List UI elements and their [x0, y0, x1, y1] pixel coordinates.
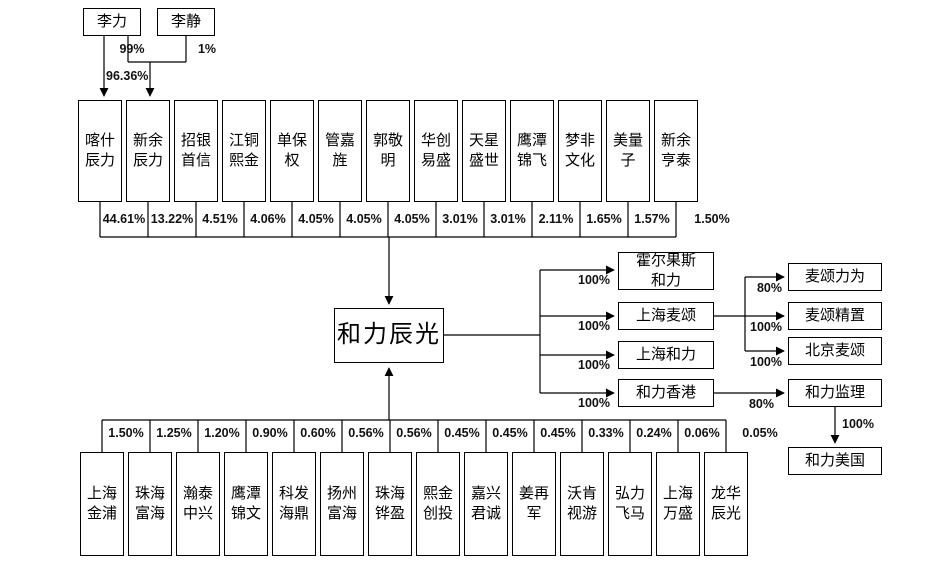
- node-top-shareholder-5: 单保权: [270, 100, 314, 202]
- node-heli-jianli: 和力监理: [788, 379, 882, 407]
- node-beijing-maisong: 北京麦颂: [788, 337, 882, 365]
- pct-top-3: 4.51%: [202, 212, 238, 226]
- node-heli-chenguang: 和力辰光: [334, 308, 444, 363]
- node-maisong-liwei: 麦颂力为: [788, 263, 882, 291]
- pct-bottom-13: 0.06%: [684, 426, 720, 440]
- pct-tier1-4: 100%: [578, 396, 610, 410]
- pct-tier1-2: 100%: [578, 319, 610, 333]
- node-bottom-shareholder-1: 上海金浦: [80, 452, 124, 556]
- node-bottom-shareholder-14: 龙华辰光: [704, 452, 748, 556]
- pct-bottom-7: 0.56%: [396, 426, 432, 440]
- node-bottom-shareholder-4: 鹰潭锦文: [224, 452, 268, 556]
- pct-maisong-jingzhi: 100%: [750, 320, 782, 334]
- node-shanghai-maisong: 上海麦颂: [618, 302, 714, 330]
- node-bottom-shareholder-5: 科发海鼎: [272, 452, 316, 556]
- node-bottom-shareholder-9: 嘉兴君诚: [464, 452, 508, 556]
- pct-top-6: 4.05%: [346, 212, 382, 226]
- pct-top-12: 1.57%: [634, 212, 670, 226]
- pct-top-8: 3.01%: [442, 212, 478, 226]
- node-top-shareholder-7: 郭敬明: [366, 100, 410, 202]
- pct-bottom-11: 0.33%: [588, 426, 624, 440]
- node-bottom-shareholder-13: 上海万盛: [656, 452, 700, 556]
- node-bottom-shareholder-6: 扬州富海: [320, 452, 364, 556]
- pct-top-7: 4.05%: [394, 212, 430, 226]
- pct-bottom-9: 0.45%: [492, 426, 528, 440]
- node-top-shareholder-9: 天星盛世: [462, 100, 506, 202]
- node-top-shareholder-13: 新余亨泰: [654, 100, 698, 202]
- pct-tier1-1: 100%: [578, 273, 610, 287]
- node-bottom-shareholder-10: 姜再军: [512, 452, 556, 556]
- pct-tier1-3: 100%: [578, 358, 610, 372]
- node-li-jing: 李静: [157, 8, 215, 36]
- pct-maisong-liwei: 80%: [756, 281, 782, 295]
- pct-heli-meiguo: 100%: [842, 417, 874, 431]
- pct-top-10: 2.11%: [538, 212, 574, 226]
- pct-bottom-12: 0.24%: [636, 426, 672, 440]
- pct-top-4: 4.06%: [250, 212, 286, 226]
- node-bottom-shareholder-3: 瀚泰中兴: [176, 452, 220, 556]
- node-top-shareholder-11: 梦非文化: [558, 100, 602, 202]
- pct-bottom-3: 1.20%: [204, 426, 240, 440]
- node-top-shareholder-10: 鹰潭锦飞: [510, 100, 554, 202]
- node-top-shareholder-3: 招银首信: [174, 100, 218, 202]
- node-heli-xianggang: 和力香港: [618, 379, 714, 407]
- pct-bottom-5: 0.60%: [300, 426, 336, 440]
- pct-li-jing-merge: 1%: [197, 42, 217, 56]
- pct-top-9: 3.01%: [490, 212, 526, 226]
- node-top-shareholder-8: 华创易盛: [414, 100, 458, 202]
- pct-li-li-direct: 96.36%: [106, 69, 149, 83]
- pct-bottom-14: 0.05%: [742, 426, 778, 440]
- pct-bottom-8: 0.45%: [444, 426, 480, 440]
- node-bottom-shareholder-2: 珠海富海: [128, 452, 172, 556]
- node-top-shareholder-2: 新余辰力: [126, 100, 170, 202]
- node-top-shareholder-1: 喀什辰力: [78, 100, 122, 202]
- pct-bottom-6: 0.56%: [348, 426, 384, 440]
- node-top-shareholder-6: 管嘉旌: [318, 100, 362, 202]
- node-bottom-shareholder-12: 弘力飞马: [608, 452, 652, 556]
- pct-bottom-1: 1.50%: [108, 426, 144, 440]
- pct-top-13: 1.50%: [694, 212, 730, 226]
- node-top-shareholder-12: 美量子: [606, 100, 650, 202]
- node-bottom-shareholder-11: 沃肯视游: [560, 452, 604, 556]
- node-huoerguosi-heli: 霍尔果斯 和力: [618, 252, 714, 290]
- pct-bottom-10: 0.45%: [540, 426, 576, 440]
- node-li-li: 李力: [83, 8, 141, 36]
- pct-li-li-merge: 99%: [119, 42, 145, 56]
- pct-top-11: 1.65%: [586, 212, 622, 226]
- node-bottom-shareholder-7: 珠海铧盈: [368, 452, 412, 556]
- pct-top-1: 44.61%: [102, 212, 146, 226]
- node-bottom-shareholder-8: 熙金创投: [416, 452, 460, 556]
- pct-heli-jianli: 80%: [748, 397, 774, 411]
- pct-beijing-maisong: 100%: [750, 355, 782, 369]
- pct-top-2: 13.22%: [150, 212, 194, 226]
- node-maisong-jingzhi: 麦颂精置: [788, 302, 882, 330]
- pct-bottom-4: 0.90%: [252, 426, 288, 440]
- node-top-shareholder-4: 江铜熙金: [222, 100, 266, 202]
- node-heli-meiguo: 和力美国: [788, 447, 882, 475]
- node-shanghai-heli: 上海和力: [618, 341, 714, 369]
- pct-bottom-2: 1.25%: [156, 426, 192, 440]
- pct-top-5: 4.05%: [298, 212, 334, 226]
